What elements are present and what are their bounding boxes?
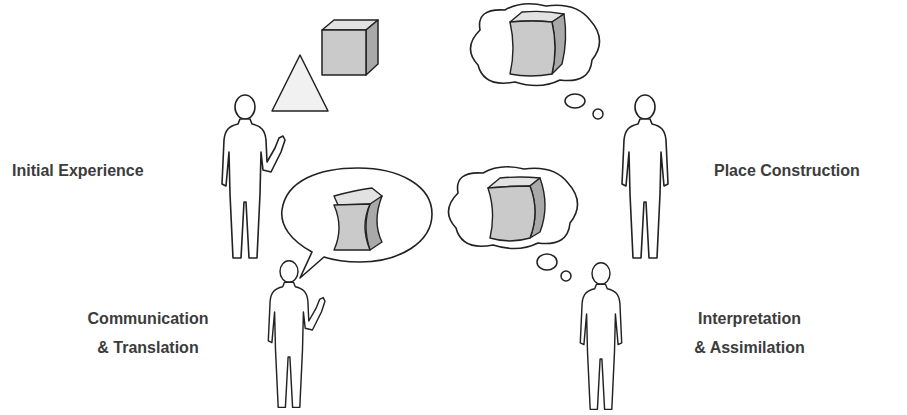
person-figure	[268, 261, 325, 408]
thought-bubble	[470, 4, 603, 119]
stage-label: Initial Experience	[12, 156, 144, 185]
solid-cube	[322, 20, 378, 75]
person-figure	[580, 263, 621, 410]
stage-label: Place Construction	[714, 156, 860, 185]
thought-bubble	[448, 167, 577, 281]
stage-label: Interpretation & Assimilation	[692, 304, 807, 362]
person-figure	[622, 95, 668, 258]
person-figure	[222, 95, 285, 258]
stage-label: Communication & Translation	[83, 304, 213, 362]
speech-bubble	[282, 168, 432, 278]
triangle-shape	[272, 55, 328, 111]
